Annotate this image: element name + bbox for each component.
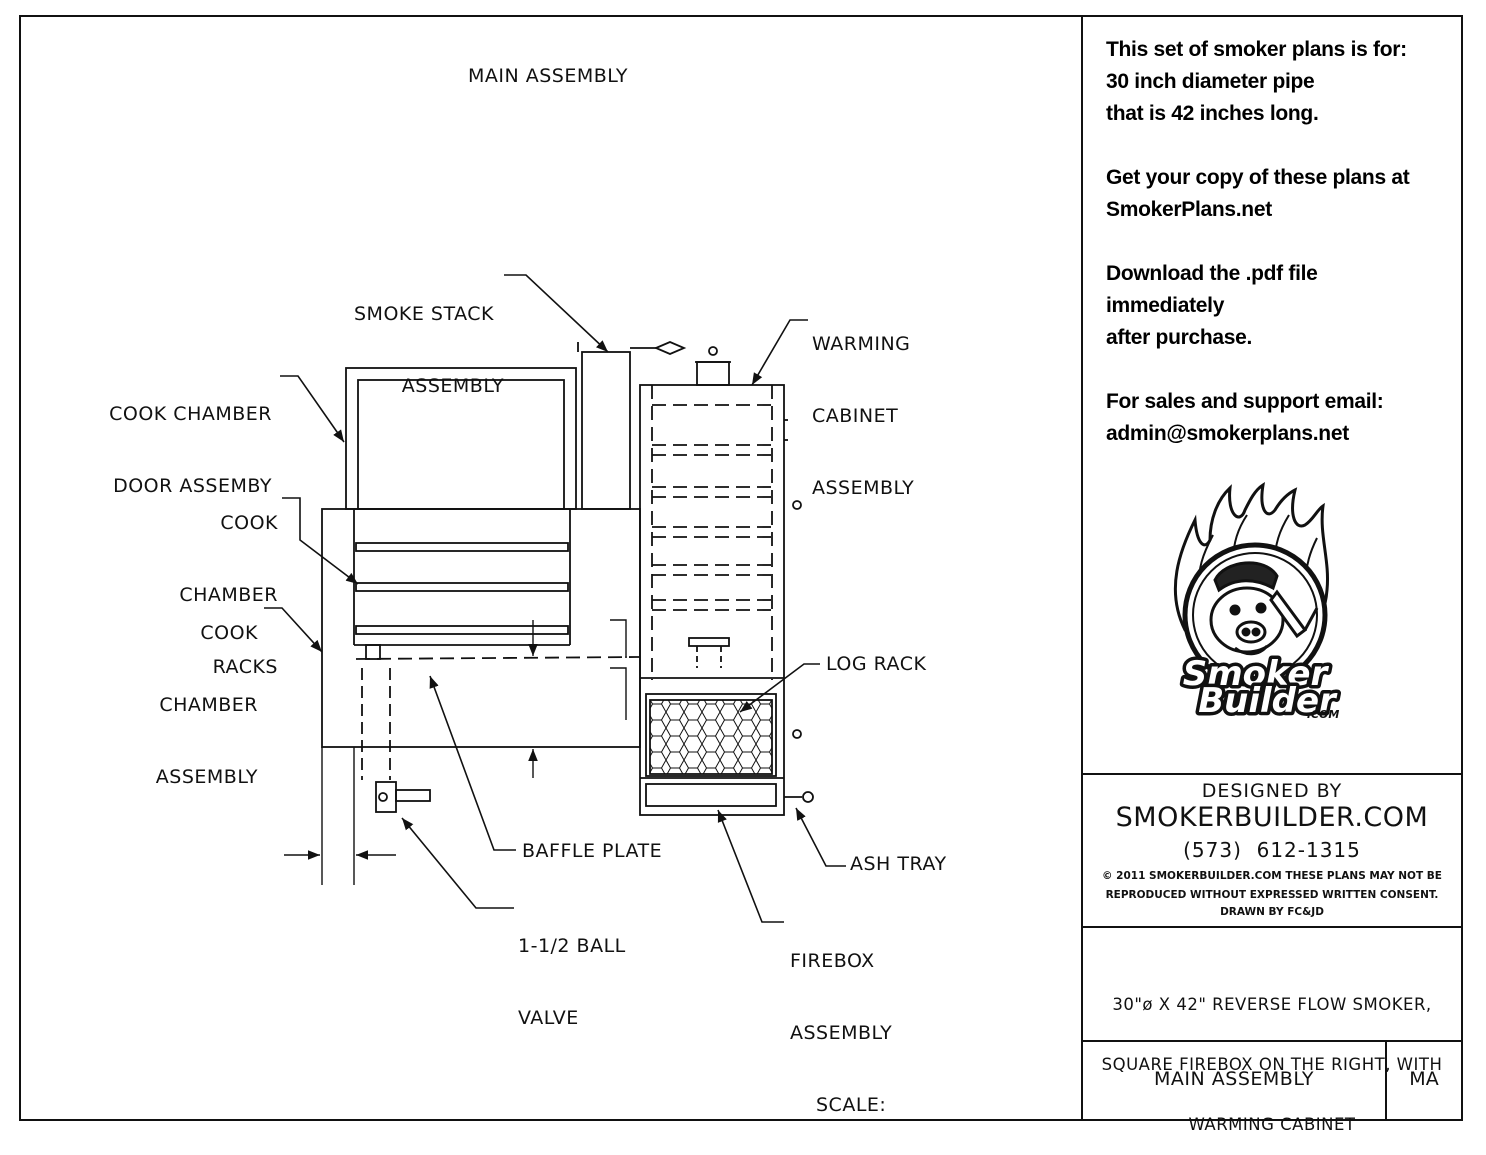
warming-cabinet [639, 346, 802, 816]
label-line: RACKS [212, 656, 278, 678]
label-warming-cabinet: WARMING CABINET ASSEMBLY [812, 284, 914, 524]
promo-line: Get your copy of these plans at [1106, 166, 1410, 189]
promo-line: that is 42 inches long. [1106, 102, 1319, 125]
label-firebox: FIREBOX ASSEMBLY [790, 901, 892, 1069]
logo-word: Builder [1198, 681, 1338, 720]
cook-chamber-body [321, 508, 641, 748]
label-line: ASSEMBLY [401, 375, 504, 397]
promo-email[interactable]: admin@smokerplans.net [1106, 422, 1349, 445]
drawing-description: 30"ø X 42" REVERSE FLOW SMOKER, SQUARE F… [1082, 955, 1462, 1155]
label-line: ASSEMBLY [812, 477, 915, 499]
description-line: 30"ø X 42" REVERSE FLOW SMOKER, [1112, 995, 1432, 1014]
ash-tray [645, 783, 777, 807]
label-baffle-plate: BAFFLE PLATE [522, 840, 663, 862]
promo-line: Download the .pdf file [1106, 262, 1318, 285]
ball-valve [375, 781, 431, 813]
label-cook-chamber-racks: COOK CHAMBER RACKS [158, 463, 278, 703]
view-title: MAIN ASSEMBLY [468, 65, 628, 87]
copyright-line: REPRODUCED WITHOUT EXPRESSED WRITTEN CON… [1105, 889, 1439, 901]
label-cook-chamber-door: COOK CHAMBER DOOR ASSEMBY [92, 354, 272, 522]
label-line: VALVE [518, 1007, 579, 1029]
company-name: SMOKERBUILDER.COM [1115, 802, 1429, 833]
label-line: DOOR ASSEMBY [113, 475, 272, 497]
dimension-lines [284, 619, 627, 885]
label-line: COOK [200, 622, 258, 644]
leader-lines [264, 274, 846, 923]
promo-line: This set of smoker plans is for: [1106, 38, 1407, 61]
cook-chamber-racks [355, 542, 569, 635]
baffle-plate [355, 656, 641, 660]
label-line: ASSEMBLY [155, 766, 258, 788]
smokerbuilder-pig-logo-icon: Smoker Builder .COM [1173, 481, 1342, 720]
logo-word: Smoker [1183, 654, 1330, 694]
label-ball-valve: 1-1/2 BALL VALVE [518, 886, 626, 1054]
label-line: CHAMBER [179, 584, 278, 606]
label-line: CABINET [812, 405, 899, 427]
promo-line: For sales and support email: [1106, 390, 1384, 413]
promo-line: after purchase. [1106, 326, 1253, 349]
label-smoke-stack: SMOKE STACK ASSEMBLY [344, 254, 504, 422]
smoke-stack [577, 341, 687, 510]
firebox [640, 693, 814, 807]
label-line: COOK CHAMBER [109, 403, 272, 425]
label-log-rack: LOG RACK [826, 653, 927, 675]
label-line: SMOKE STACK [354, 303, 494, 325]
drain-fitting [365, 644, 381, 660]
promo-line: immediately [1106, 294, 1225, 317]
logo-suffix: .COM [1307, 708, 1340, 720]
smoker-drawing [264, 274, 846, 923]
sheet-border [19, 15, 1463, 1121]
description-line: SQUARE FIREBOX ON THE RIGHT, WITH [1101, 1055, 1443, 1074]
label-line: 1-1/2 BALL [518, 935, 626, 957]
designed-by-label: DESIGNED BY [1201, 780, 1343, 802]
description-line: WARMING CABINET [1188, 1115, 1356, 1134]
copyright-line: © 2011 SMOKERBUILDER.COM THESE PLANS MAY… [1102, 870, 1442, 882]
promo-line: 30 inch diameter pipe [1106, 70, 1315, 93]
label-line: WARMING [812, 333, 911, 355]
label-line: ASSEMBLY [790, 1022, 893, 1044]
label-cook-chamber-assembly: COOK CHAMBER ASSEMBLY [138, 573, 258, 813]
label-line: FIREBOX [790, 950, 875, 972]
drain-pipe [361, 668, 391, 780]
label-ash-tray: ASH TRAY [850, 853, 947, 875]
label-line: COOK [220, 512, 278, 534]
promo-link[interactable]: SmokerPlans.net [1106, 198, 1272, 221]
sheet-name: MAIN ASSEMBLY [1154, 1068, 1314, 1090]
label-line: CHAMBER [159, 694, 258, 716]
promo-text: This set of smoker plans is for: 30 inch… [1106, 34, 1456, 450]
drawn-by: DRAWN BY FC&JD [1220, 906, 1324, 918]
company-phone: (573) 612-1315 [1183, 838, 1361, 862]
scale-label: SCALE: [816, 1094, 887, 1116]
sheet-code: MA [1409, 1068, 1439, 1090]
